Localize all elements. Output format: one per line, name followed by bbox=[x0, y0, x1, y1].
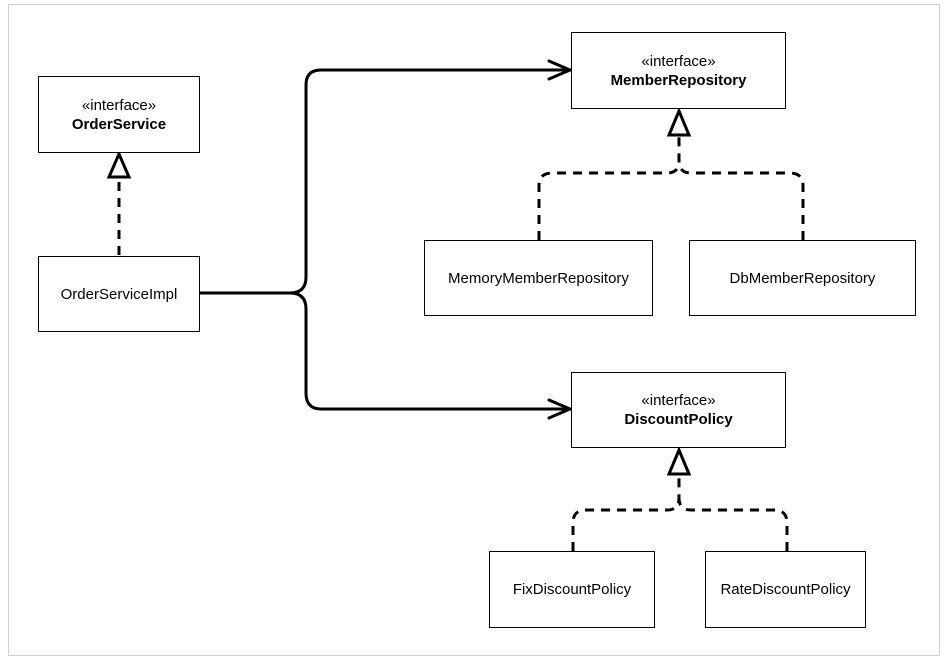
class-name: FixDiscountPolicy bbox=[512, 581, 632, 598]
realization-edge-fix-discount-policy bbox=[571, 474, 681, 551]
stereotype-label: «interface» bbox=[641, 52, 716, 70]
class-name: DbMemberRepository bbox=[729, 269, 876, 287]
inheritance-triangle-member-repository bbox=[666, 107, 692, 137]
rate-discount-policy-class: RateDiscountPolicy bbox=[705, 551, 866, 628]
stereotype-label: «interface» bbox=[81, 96, 157, 114]
interface-name: DiscountPolicy bbox=[624, 411, 733, 428]
interface-name: MemberRepository bbox=[610, 71, 747, 89]
realization-edge-db-member-repository bbox=[677, 160, 805, 240]
arrowhead-discount-policy bbox=[547, 398, 572, 420]
member-repository-interface: «interface» MemberRepository bbox=[571, 32, 786, 109]
interface-name: OrderService bbox=[71, 115, 167, 133]
stereotype-label: «interface» bbox=[641, 392, 716, 409]
association-edge-member-repository bbox=[197, 68, 572, 295]
class-name: MemoryMemberRepository bbox=[448, 269, 629, 287]
db-member-repository-class: DbMemberRepository bbox=[689, 240, 916, 316]
inheritance-triangle-discount-policy bbox=[666, 446, 692, 476]
order-service-interface: «interface» OrderService bbox=[38, 76, 200, 153]
fix-discount-policy-class: FixDiscountPolicy bbox=[489, 551, 655, 628]
arrowhead-member-repository bbox=[547, 59, 572, 81]
class-name: OrderServiceImpl bbox=[60, 285, 178, 303]
class-name: RateDiscountPolicy bbox=[720, 581, 851, 598]
realization-edge-memory-member-repository bbox=[537, 136, 681, 240]
order-service-impl-class: OrderServiceImpl bbox=[38, 256, 200, 332]
inheritance-triangle-order-service bbox=[106, 150, 132, 179]
discount-policy-interface: «interface» DiscountPolicy bbox=[571, 372, 786, 448]
realization-edge-rate-discount-policy bbox=[677, 497, 789, 551]
memory-member-repository-class: MemoryMemberRepository bbox=[424, 240, 653, 316]
association-edge-discount-policy bbox=[288, 291, 572, 411]
